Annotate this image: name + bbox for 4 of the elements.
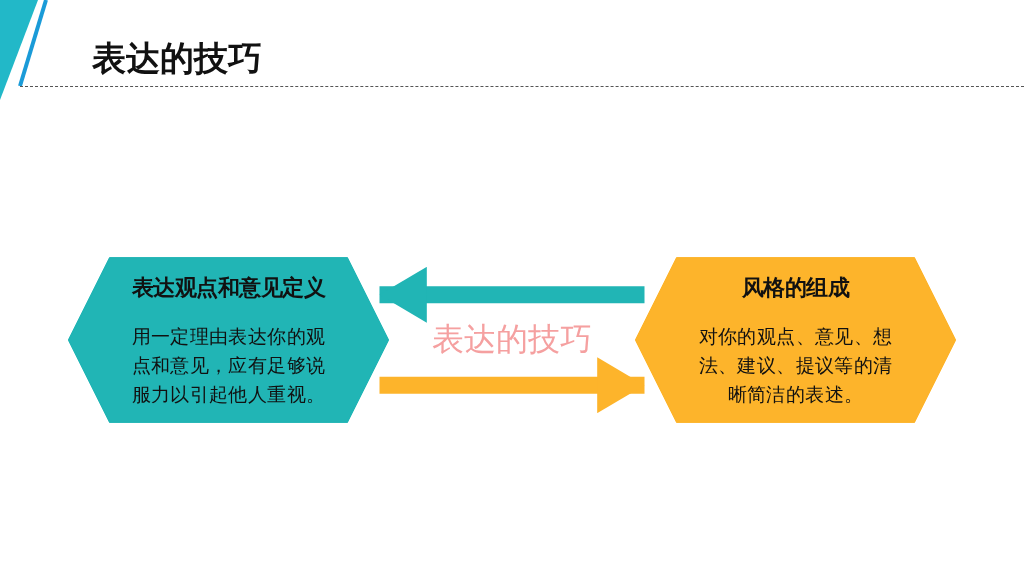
slide-title: 表达的技巧 [92, 37, 262, 80]
center-caption: 表达的技巧 [432, 319, 592, 360]
arrow [379, 357, 645, 414]
arrow [379, 266, 645, 323]
